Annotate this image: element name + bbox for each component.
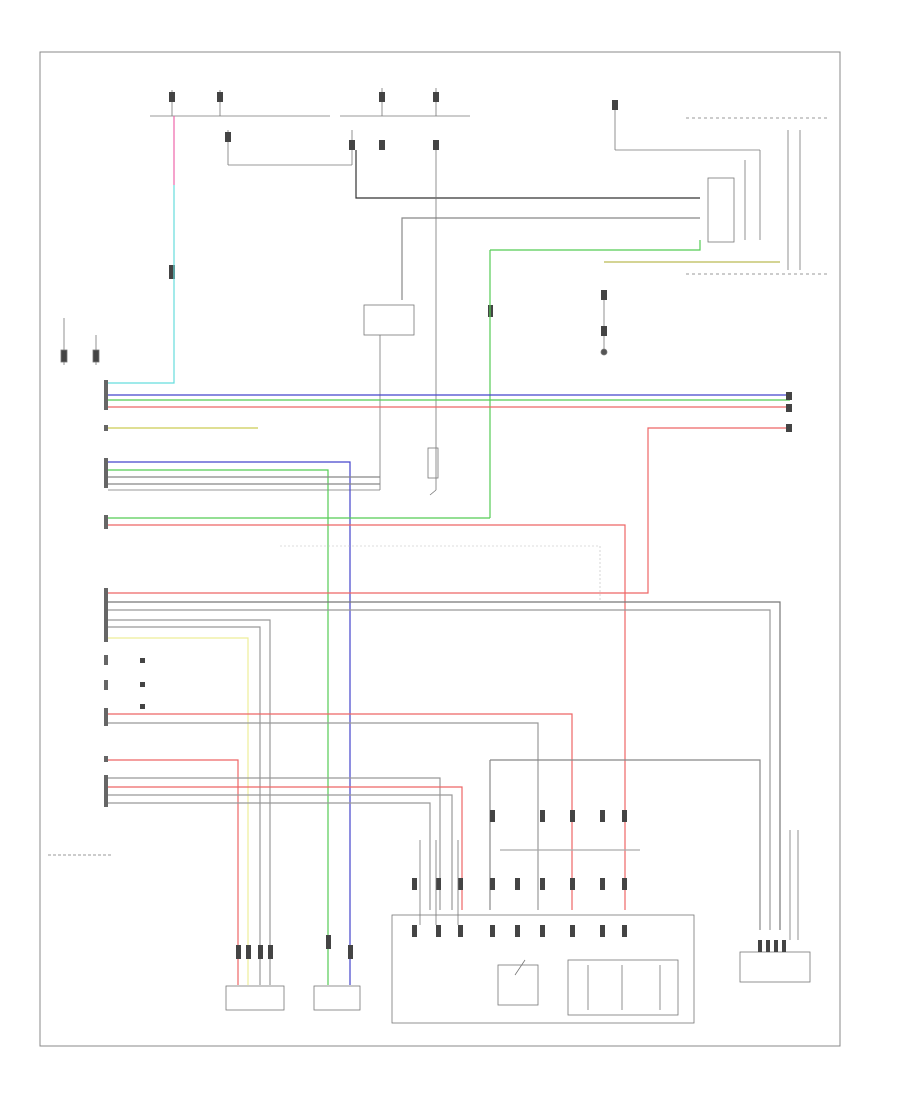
power-wires xyxy=(108,116,780,518)
diagram-frame xyxy=(39,51,841,1047)
relay-block-wires xyxy=(789,830,799,940)
engine-room-relay-block xyxy=(739,951,811,983)
connector-pins xyxy=(169,92,618,336)
door-lock-pins xyxy=(412,810,627,937)
harness-wires xyxy=(108,394,790,985)
transponder-key-coil xyxy=(313,985,361,1011)
door-lock-internals xyxy=(419,840,679,1016)
relay-unit xyxy=(108,150,439,496)
wire-end-connectors xyxy=(236,392,792,959)
body-ecm-pins xyxy=(104,380,108,807)
steering-lock-ecu xyxy=(225,985,285,1011)
front-door-lock-assembly xyxy=(391,914,695,1024)
relay-block-pins xyxy=(758,940,786,952)
dashed-groups xyxy=(280,545,601,600)
splice-notes xyxy=(140,658,145,709)
transponder-key-amplifier xyxy=(60,318,100,365)
fuse-feed-section xyxy=(150,88,830,356)
